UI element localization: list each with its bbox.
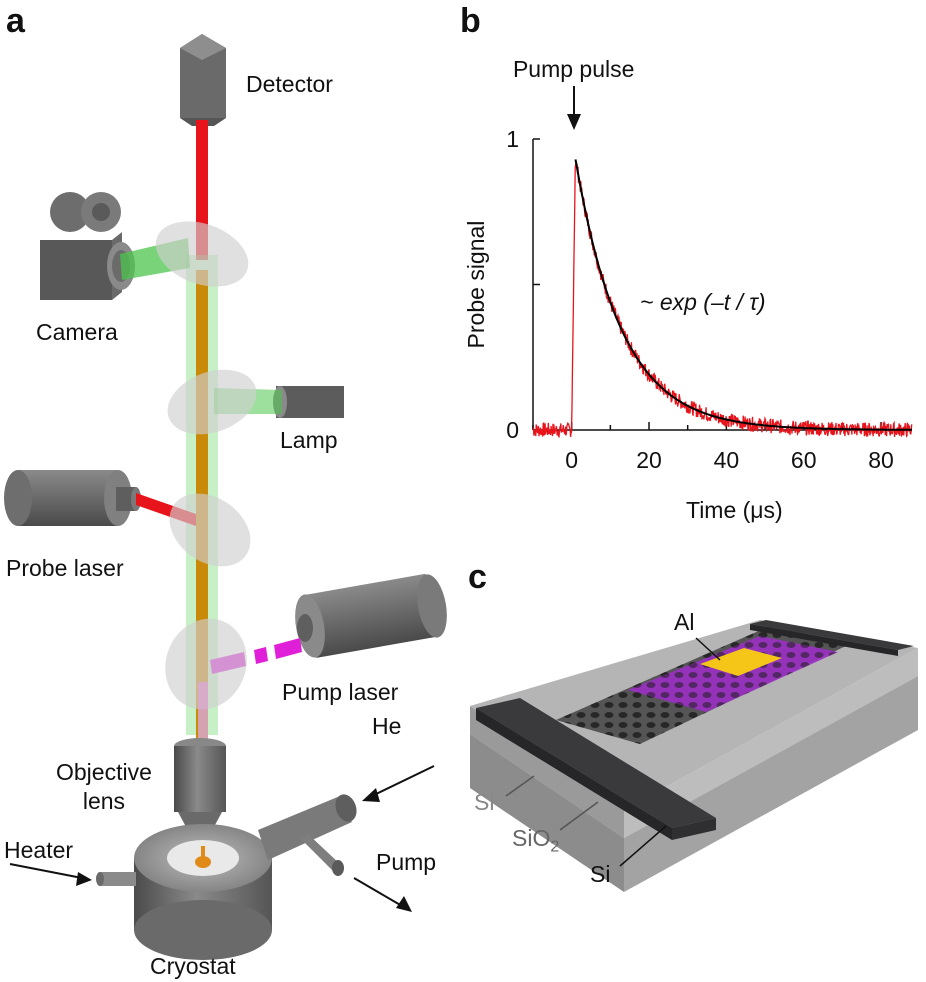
cryostat-label: Cryostat xyxy=(150,953,236,979)
probe-laser-label: Probe laser xyxy=(6,555,124,581)
x-tick-label: 20 xyxy=(636,447,662,473)
cryostat-body xyxy=(96,794,357,960)
pump-arrow xyxy=(353,877,412,912)
x-tick-label: 60 xyxy=(791,447,817,473)
si-substrate-pointer xyxy=(619,825,667,867)
lamp-label: Lamp xyxy=(280,427,338,453)
beam-splitter-top xyxy=(155,221,249,287)
panel-c-letter: c xyxy=(468,558,487,596)
al-pointer xyxy=(695,637,721,661)
sio2-pointer xyxy=(559,801,599,831)
beam-splitter-pump xyxy=(165,618,247,710)
si-substrate-label: Si xyxy=(590,861,611,887)
fit-curve xyxy=(574,159,912,431)
panel-a-letter: a xyxy=(6,2,25,40)
pump-pulse-arrow-head xyxy=(566,114,581,130)
camera-label: Camera xyxy=(36,319,118,345)
beam-splitter-probe xyxy=(169,493,251,567)
front-clamp-bar xyxy=(476,698,716,840)
pump-laser-body xyxy=(295,573,447,658)
x-axis-title: Time (μs) xyxy=(686,497,783,523)
sio2-prefix: SiO xyxy=(512,825,551,851)
pump-pulse-label: Pump pulse xyxy=(513,56,634,82)
fit-formula-label: ~ exp (–t / τ) xyxy=(640,289,766,315)
probe-laser-body xyxy=(4,470,141,526)
beam-splitter-lamp xyxy=(167,369,257,435)
si-top-pointer xyxy=(505,775,535,797)
detector-label: Detector xyxy=(246,71,333,97)
y-tick-label: 0 xyxy=(506,417,519,443)
pump-label: Pump xyxy=(376,849,437,875)
aluminum-pad xyxy=(700,648,782,676)
y-axis-title: Probe signal xyxy=(463,221,489,349)
al-label: Al xyxy=(674,609,695,635)
x-tick-label: 80 xyxy=(868,447,894,473)
panel-b-letter: b xyxy=(460,2,481,40)
he-label: He xyxy=(372,713,402,739)
objective-label-line1: Objective xyxy=(56,759,152,785)
back-clamp-bar xyxy=(750,620,914,656)
x-tick-label: 40 xyxy=(714,447,740,473)
heater-label: Heater xyxy=(4,837,74,863)
y-tick-label: 1 xyxy=(506,126,519,152)
heater-arrow xyxy=(9,863,92,886)
si-top-layer-label: Si xyxy=(474,789,495,815)
sio2-label: SiO2 xyxy=(512,825,560,856)
objective-label-line2: lens xyxy=(82,787,126,814)
pump-beam-down xyxy=(198,682,208,740)
measured-trace xyxy=(532,162,913,439)
he-arrow xyxy=(362,765,435,802)
objective-label: Objective lens xyxy=(56,758,152,816)
x-tick-label: 0 xyxy=(565,447,578,473)
pump-laser-label: Pump laser xyxy=(282,679,399,705)
sio2-subscript: 2 xyxy=(550,838,560,856)
